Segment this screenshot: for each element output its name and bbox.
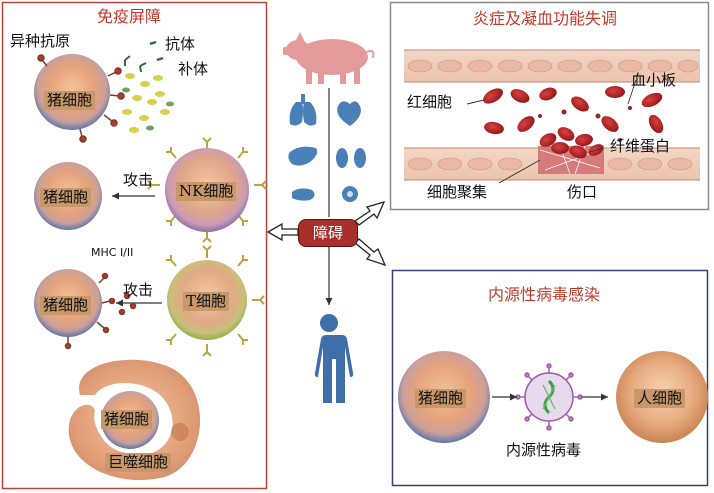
antibody-label: 抗体 [165,35,196,53]
attack-label-2: 攻击 [123,281,154,299]
t-cell-label: T细胞 [183,292,230,311]
heart-icon [337,101,361,126]
vessel-cells [407,59,699,171]
lungs-icon [289,94,317,126]
pig-icon [283,32,375,84]
human-icon [314,314,354,403]
infection-pig-cell-label: 猪细胞 [415,389,467,408]
infection-title: 内源性病毒感染 [488,285,601,304]
complement-label: 补体 [178,60,209,78]
xeno-antigen-icons [37,54,125,143]
rbc-label: 红细胞 [407,93,453,111]
attack-label-1: 攻击 [123,171,154,189]
infection-human-cell-label: 人细胞 [634,389,686,408]
liver-icon [288,146,318,166]
arrow-to-infection [354,238,387,267]
platelets [538,106,632,142]
arrow-to-inflammation [353,200,386,226]
inflammation-title: 炎症及凝血功能失调 [473,9,618,28]
eye-icon [342,186,358,202]
antibody-complement-icons [122,40,174,133]
virus-icon [515,363,583,431]
mhc-label: MHC I/II [91,246,134,259]
arrow-to-immune [266,222,299,242]
platelet-label: 血小板 [631,71,677,89]
pancreas-icon [292,188,315,201]
pig-cell-label-1: 猪细胞 [44,91,96,110]
fibrin-strands [539,145,601,175]
wound-label: 伤口 [567,183,598,201]
pig-cell-label-3: 猪细胞 [40,296,92,315]
virus-label: 内源性病毒 [506,441,582,459]
inflammation-pointers [466,79,637,184]
aggregation-label: 细胞聚集 [427,183,488,201]
macrophage-nucleus [171,423,189,441]
immune-barrier-title: 免疫屏障 [97,7,162,26]
red-blood-cells [483,86,664,159]
nk-cell-label: NK细胞 [176,182,237,201]
mhc-icons [64,272,116,350]
nk-cell-receptors [147,137,267,243]
barrier-box: 障碍 [298,219,358,247]
xeno-antigen-label: 异种抗原 [10,32,71,50]
pig-cell-label-4: 猪细胞 [101,410,153,429]
kidneys-icon [336,148,366,168]
macrophage [68,359,201,481]
t-cell-receptor-dots [118,292,137,316]
pig-cell-label-2: 猪细胞 [40,188,92,207]
t-cell-receptors [166,245,265,357]
fibrin-label: 纤维蛋白 [610,137,671,155]
macrophage-label: 巨噬细胞 [105,453,172,472]
